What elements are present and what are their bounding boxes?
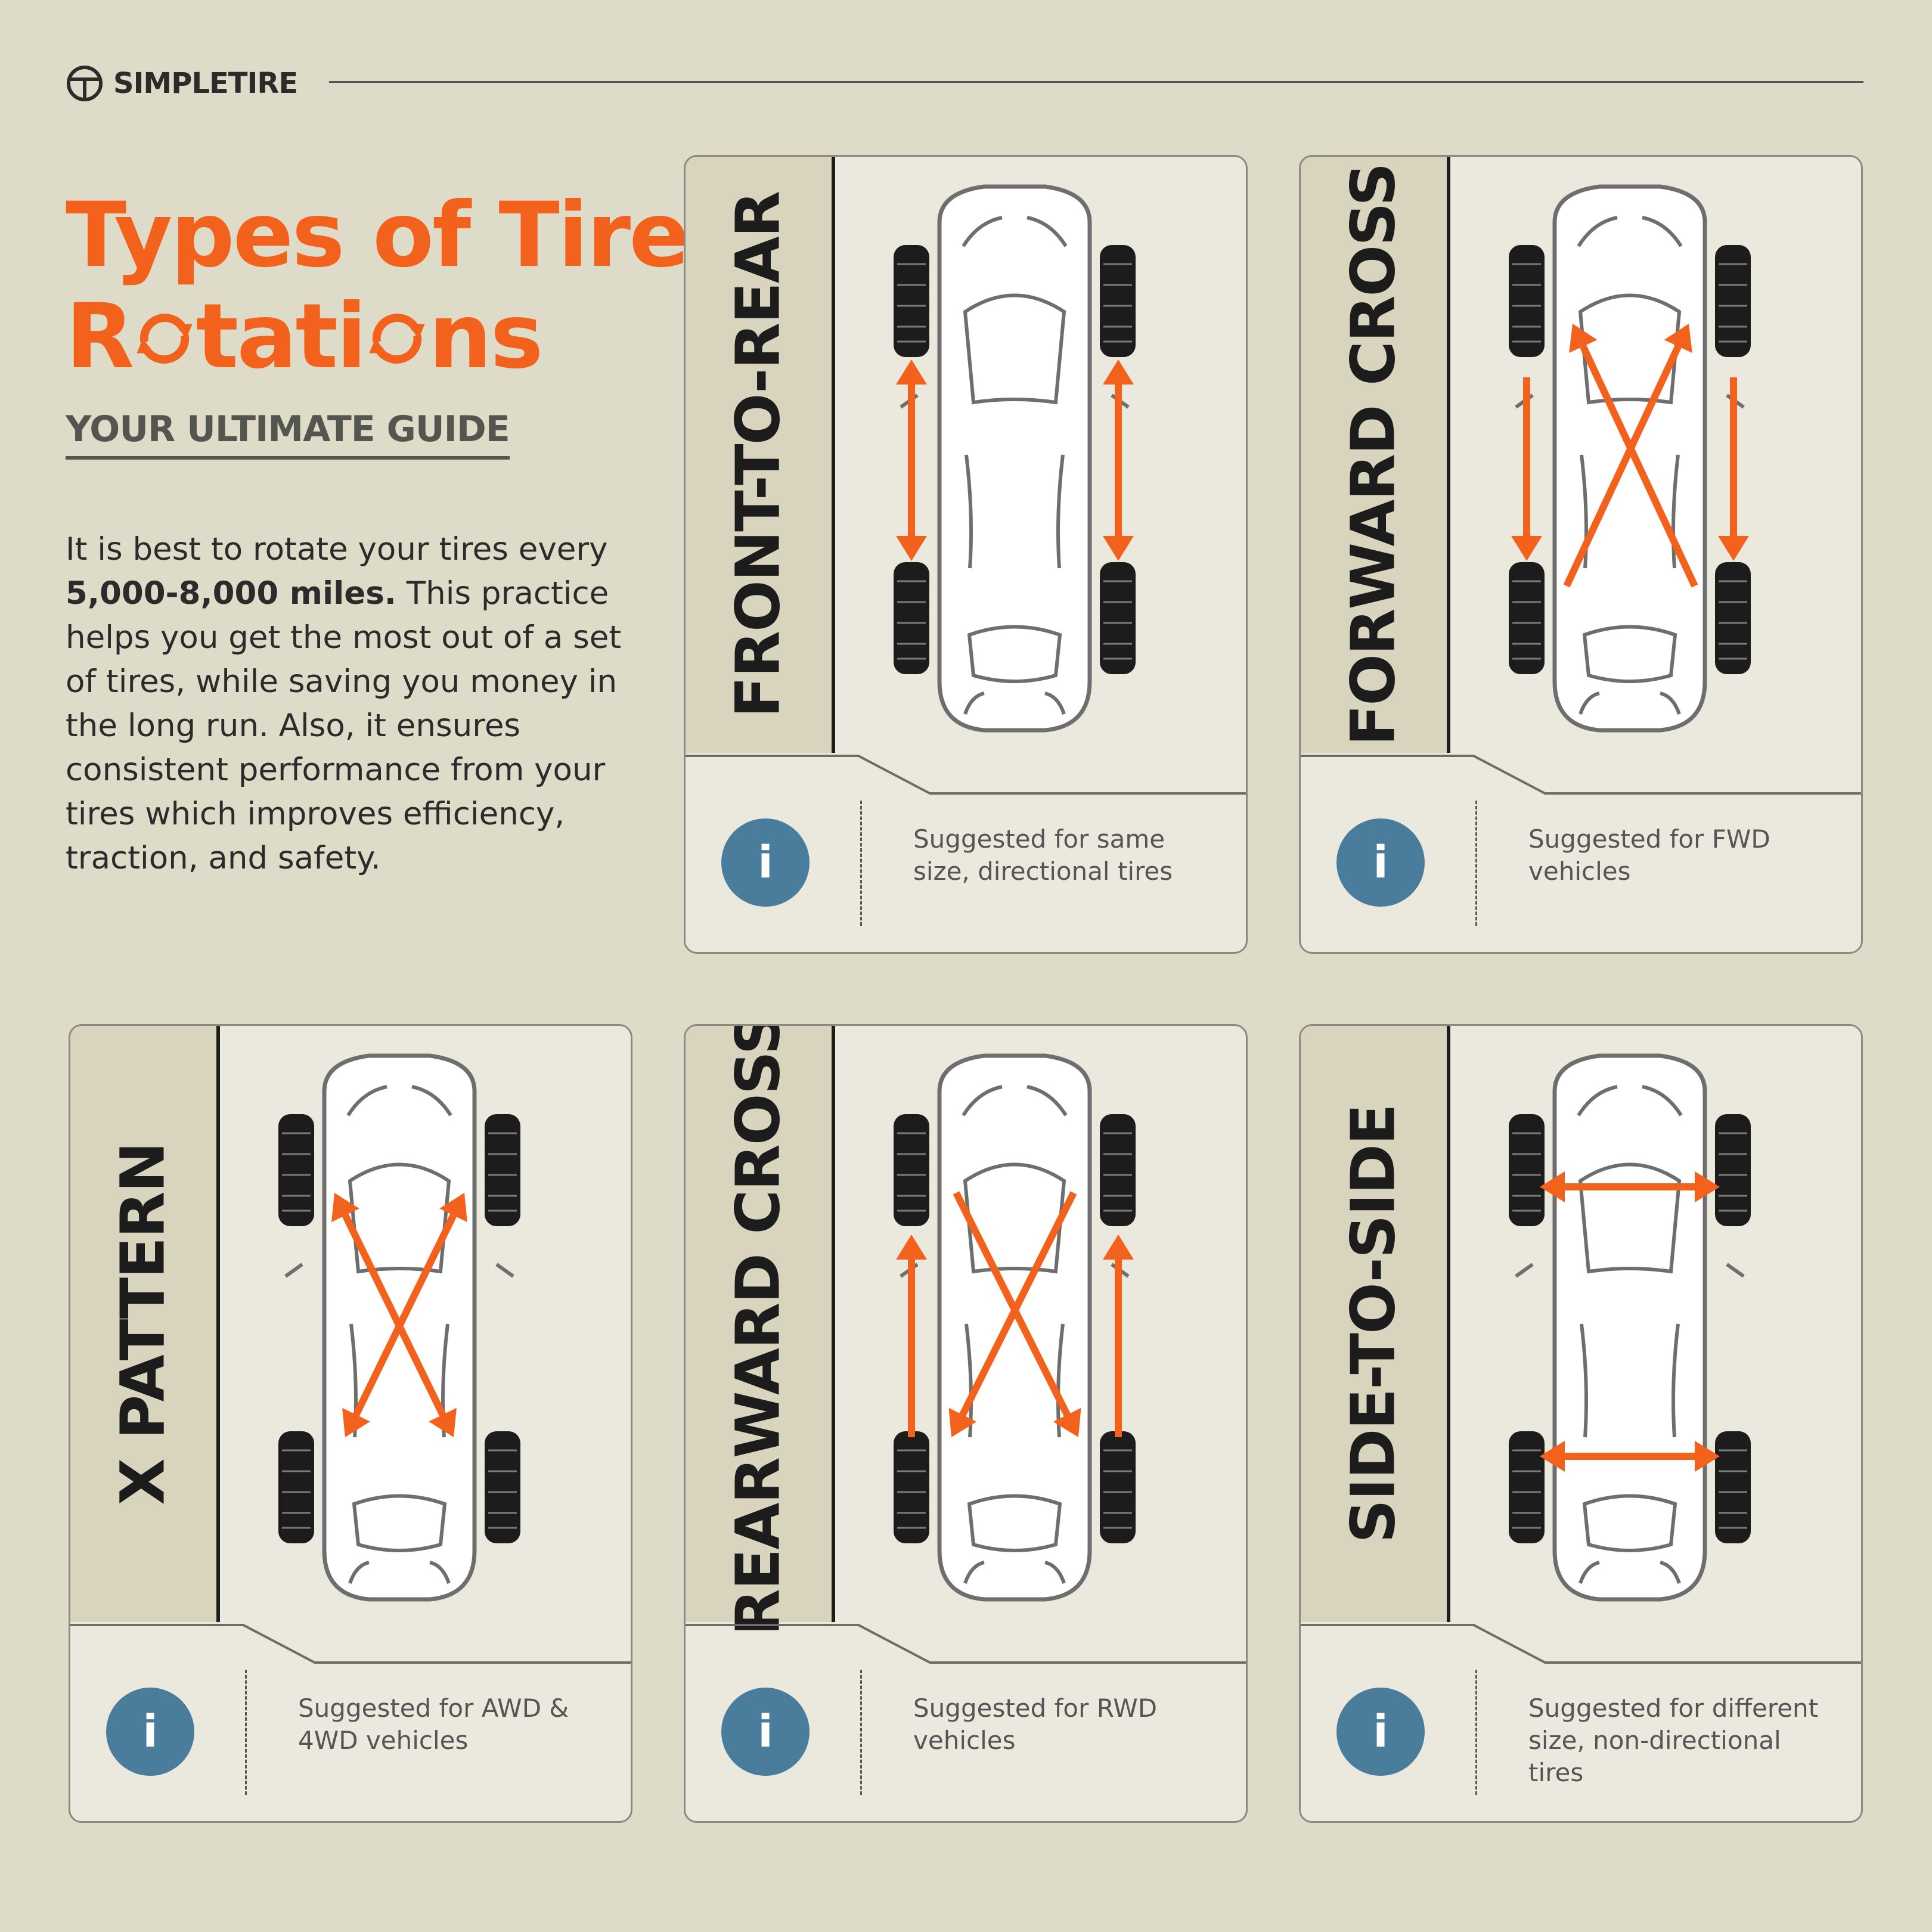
arrow-head [896,536,927,561]
arrow-shaft [342,1214,446,1416]
rotation-card-front-to-rear: FRONT-TO-REAR [684,155,1248,954]
car-diagram [278,1053,520,1602]
rotation-arrows [1540,1171,1720,1472]
rotation-card-side-to-side: SIDE-TO-SIDE [1299,1024,1863,1823]
arrow-head [896,1235,927,1260]
subtitle: YOUR ULTIMATE GUIDE [66,408,510,460]
arrow-shaft [353,1214,457,1416]
header-rule [329,81,1863,83]
info-icon: i [106,1688,194,1776]
arrow-head [1053,1407,1081,1437]
note-divider [860,801,862,926]
car-diagram [1509,184,1751,733]
card-divider [1301,1624,1861,1664]
card-label-band [1301,157,1450,753]
car-diagram [894,1053,1136,1602]
card-label-band [686,1026,835,1622]
arrow-head [1540,1171,1565,1202]
card-label-band [1301,1026,1450,1622]
arrow-head [1569,324,1598,353]
note-divider [1475,1670,1477,1795]
arrow-shaft [953,1191,1071,1417]
rotation-card-x-pattern: X PATTERN [69,1024,632,1823]
car-diagram [894,184,1136,733]
rotation-arrows-icon [368,314,425,364]
arrow-head [342,1407,370,1437]
arrow-head [429,1407,457,1437]
intro-text-1: It is best to rotate your tires every [66,531,608,567]
rotation-note: Suggested for AWD & 4WD vehicles [298,1694,569,1755]
car-diagram [1509,1053,1751,1602]
card-divider [1301,755,1861,795]
card-divider [686,755,1246,795]
intro-mileage: 5,000-8,000 miles. [66,575,396,612]
card-divider [70,1624,631,1664]
note-divider [1475,801,1477,926]
info-icon: i [721,818,810,907]
rotation-card-rearward-cross: REARWARD CROSS [684,1024,1248,1823]
card-label-band [686,157,835,753]
brand-logo: SIMPLETIRE [66,64,298,103]
arrow-head [1103,536,1134,561]
simpletire-logo-icon [67,66,103,101]
rotation-note: Suggested for same size, directional tir… [913,824,1173,886]
intro-text-2: This practice helps you get the most out… [66,575,622,876]
arrow-head [1103,359,1134,384]
arrow-head [896,359,927,384]
brand-name: SIMPLETIRE [113,67,298,100]
title-part-tati: tati [196,285,367,389]
note-divider [245,1670,247,1795]
arrow-head [1695,1171,1720,1202]
arrow-head [1511,536,1542,561]
rotation-note: Suggested for RWD vehicles [913,1694,1158,1755]
rotation-arrows-icon [136,314,193,364]
arrow-shaft [1580,345,1698,588]
rotation-arrows [331,1193,467,1437]
title-part-r: R [66,285,135,389]
arrow-head [1540,1441,1565,1472]
arrow-head [331,1193,359,1223]
rotation-note: Suggested for FWD vehicles [1528,824,1770,886]
arrow-head [1103,1235,1134,1260]
info-icon: i [1336,1688,1425,1776]
note-divider [860,1670,862,1795]
rotation-arrows [896,1191,1134,1437]
info-icon: i [1336,818,1425,907]
arrow-head [439,1193,467,1223]
arrow-head [948,1407,977,1437]
title-line-1: Types of Tire [66,184,690,287]
card-label-band [70,1026,220,1622]
info-icon: i [721,1688,810,1776]
card-divider [686,1624,1246,1664]
rotation-arrows [1511,324,1749,588]
arrow-head [1695,1441,1720,1472]
intro-paragraph: It is best to rotate your tires every 5,… [66,528,638,880]
rotation-arrows [896,359,1134,561]
arrow-shaft [1563,345,1682,588]
rotation-card-forward-cross: FORWARD CROSS [1299,155,1863,954]
rotation-note: Suggested for different size, non-direct… [1528,1694,1819,1787]
title-part-ns: ns [428,285,544,389]
arrow-shaft [959,1191,1077,1417]
arrow-head [1664,324,1692,353]
arrow-head [1718,536,1749,561]
